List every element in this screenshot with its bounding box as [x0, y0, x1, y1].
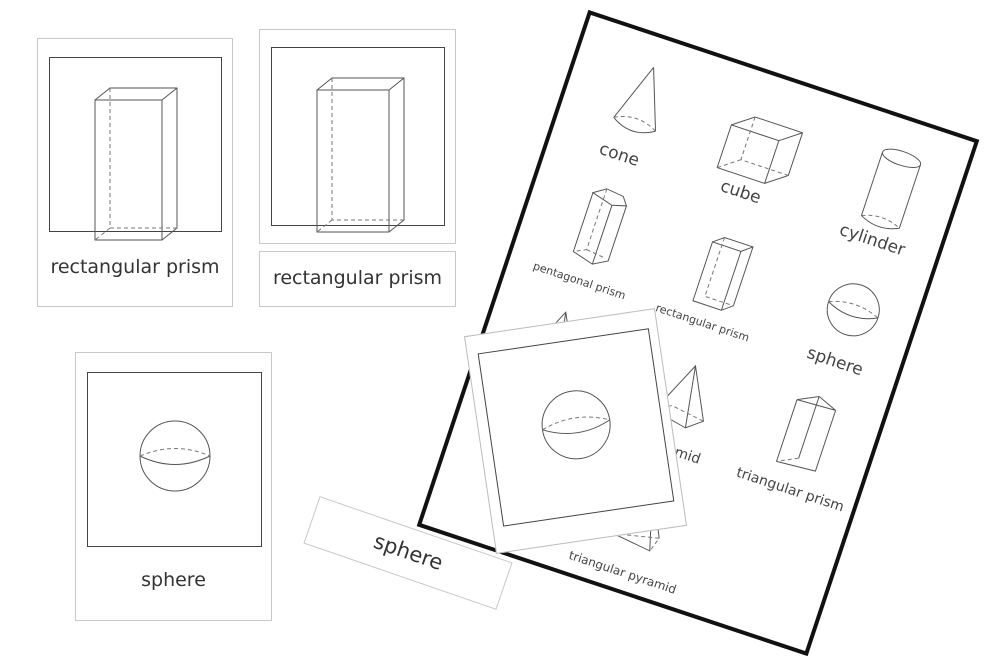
card-label: rectangular prism	[50, 256, 220, 278]
rectangular-prism-icon	[692, 236, 754, 311]
cylinder-icon	[860, 148, 922, 230]
poster-label-triangular-pyramid: triangular pyramid	[567, 548, 679, 597]
picture-frame	[477, 328, 675, 527]
label-card-rectangular-prism: rectangular prism	[259, 251, 456, 307]
picture-frame	[87, 372, 262, 547]
poster-label-pentagonal-prism: pentagonal prism	[531, 259, 628, 303]
picture-frame	[49, 57, 222, 241]
cone-icon	[613, 67, 657, 134]
sphere-icon	[139, 420, 211, 492]
rectangular-prism-icon	[94, 87, 178, 241]
picture-card-rectangular-prism-control	[259, 29, 456, 244]
pentagonal-prism-icon	[572, 188, 628, 265]
poster-label-sphere: sphere	[804, 343, 866, 381]
picture-card-sphere-overlay	[463, 308, 688, 554]
sphere-icon	[541, 390, 611, 460]
card-label: rectangular prism	[272, 267, 443, 289]
sphere-icon	[826, 283, 880, 337]
picture-card-rectangular-prism: rectangular prism	[37, 38, 233, 307]
square-pyramid-icon	[653, 364, 704, 429]
cube-icon	[716, 116, 804, 185]
rectangular-prism-icon	[316, 77, 405, 233]
triangular-prism-icon	[775, 395, 837, 472]
picture-frame	[271, 47, 445, 233]
card-label: sphere	[141, 569, 206, 591]
picture-card-sphere: sphere	[75, 352, 272, 621]
